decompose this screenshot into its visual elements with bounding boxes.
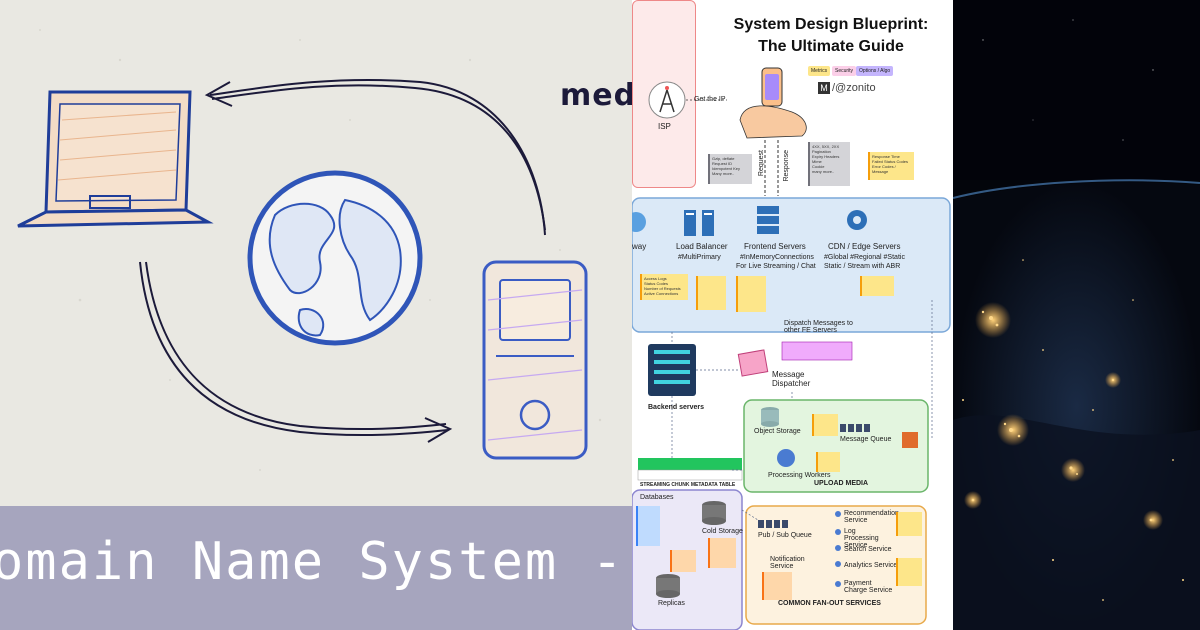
upload-media-label: UPLOAD MEDIA bbox=[814, 480, 869, 487]
search-service-label: Search Service bbox=[844, 546, 892, 553]
payment-service-label: Payment Charge Service bbox=[844, 580, 893, 594]
message-queue-icon bbox=[840, 424, 870, 432]
fanout-label: COMMON FAN-OUT SERVICES bbox=[778, 600, 881, 607]
tag-security: Security bbox=[832, 66, 857, 76]
frontend-servers-label: Frontend Servers bbox=[744, 242, 806, 251]
blueprint-title-line2: The Ultimate Guide bbox=[758, 38, 904, 55]
object-storage-label: Object Storage bbox=[754, 428, 801, 435]
tag-metrics: Metrics bbox=[808, 66, 831, 76]
object-storage-icon bbox=[761, 407, 779, 427]
cold-notes bbox=[708, 538, 736, 568]
dispatch-note: Dispatch Messages to other FE Servers bbox=[784, 320, 853, 334]
dns-illustration-panel: med omain Name System - D bbox=[0, 0, 632, 630]
get-ip-label: Get the IP bbox=[694, 96, 726, 103]
cdn-sub2: Static / Stream with ABR bbox=[824, 263, 901, 270]
request-label: Request bbox=[758, 150, 765, 177]
frontend-server-icon bbox=[757, 206, 779, 234]
message-queue-label: Message Queue bbox=[840, 436, 892, 443]
cold-storage-label: Cold Storage bbox=[702, 528, 743, 535]
earth-at-night-photo bbox=[953, 0, 1200, 630]
top-return-arrow bbox=[204, 78, 546, 236]
author-text: /@zonito bbox=[832, 82, 876, 94]
isp-tower-icon bbox=[648, 81, 686, 119]
recommendation-label: Recommendation Service bbox=[844, 510, 899, 524]
notification-notes bbox=[762, 572, 792, 600]
pubsub-label: Pub / Sub Queue bbox=[758, 532, 812, 539]
system-design-blueprint-panel: System Design Blueprint: The Ultimate Gu… bbox=[632, 0, 953, 630]
cdn-gear-icon bbox=[847, 210, 867, 230]
databases-label: Databases bbox=[640, 494, 674, 501]
frontend-sub1: #InMemoryConnections bbox=[740, 254, 814, 261]
processing-workers-label: Processing Workers bbox=[768, 472, 831, 479]
db-notes-2 bbox=[670, 550, 696, 572]
message-dispatcher-label: Message Dispatcher bbox=[772, 370, 811, 388]
upload-notes bbox=[812, 414, 838, 436]
load-balancer-icon bbox=[684, 210, 714, 236]
db-notes bbox=[636, 506, 660, 546]
gateway-label: way bbox=[632, 242, 647, 251]
analytics-notes bbox=[896, 558, 922, 586]
cold-storage-icon bbox=[702, 501, 726, 525]
server-icon bbox=[482, 260, 588, 460]
pubsub-icon bbox=[758, 520, 788, 528]
processed-storage-icon bbox=[902, 432, 918, 448]
recommendation-notes bbox=[896, 512, 922, 536]
blueprint-title: System Design Blueprint: The Ultimate Gu… bbox=[716, 14, 946, 58]
service-dots bbox=[835, 511, 841, 587]
earth-night-image bbox=[953, 0, 1200, 630]
city-lights bbox=[962, 259, 1184, 601]
globe-icon bbox=[247, 170, 423, 346]
load-balancer-label: Load Balancer bbox=[676, 242, 728, 251]
analytics-service-label: Analytics Service bbox=[844, 562, 898, 569]
tag-options: Options / Algo bbox=[856, 66, 894, 76]
laptop-icon bbox=[17, 90, 214, 228]
replicas-icon bbox=[656, 574, 680, 598]
author-handle: M/@zonito bbox=[818, 82, 876, 94]
bottom-request-arrow bbox=[139, 261, 453, 443]
dns-title-band bbox=[0, 506, 632, 630]
notification-label: Notification Service bbox=[770, 556, 805, 570]
response-label: Response bbox=[783, 150, 790, 182]
cdn-sub1: #Global #Regional #Static bbox=[824, 254, 905, 261]
metadata-table-label: STREAMING CHUNK METADATA TABLE bbox=[640, 482, 736, 488]
processing-workers-icon bbox=[777, 449, 795, 467]
fe-notes bbox=[736, 276, 766, 312]
load-balancer-sub: #MultiPrimary bbox=[678, 254, 721, 261]
cdn-notes bbox=[860, 276, 894, 296]
dns-title-text: omain Name System - D bbox=[0, 532, 632, 592]
medium-logo: M bbox=[818, 82, 830, 94]
message-dispatcher-icon bbox=[737, 349, 769, 377]
log-processing-label: Log Processing Service bbox=[844, 528, 879, 549]
backend-servers-icon bbox=[648, 344, 696, 396]
frontend-sub2: For Live Streaming / Chat bbox=[736, 263, 816, 270]
worker-notes bbox=[816, 452, 840, 472]
backend-servers-label: Backend servers bbox=[648, 404, 705, 411]
blueprint-title-line1: System Design Blueprint: bbox=[733, 16, 929, 33]
replicas-label: Replicas bbox=[658, 600, 685, 607]
gateway-cloud-icon bbox=[632, 212, 646, 232]
isp-label: ISP bbox=[658, 122, 671, 131]
partial-medium-text: med bbox=[560, 78, 632, 113]
lb-notes bbox=[696, 276, 726, 310]
cdn-label: CDN / Edge Servers bbox=[828, 242, 901, 251]
phone-hand-icon bbox=[739, 67, 807, 139]
